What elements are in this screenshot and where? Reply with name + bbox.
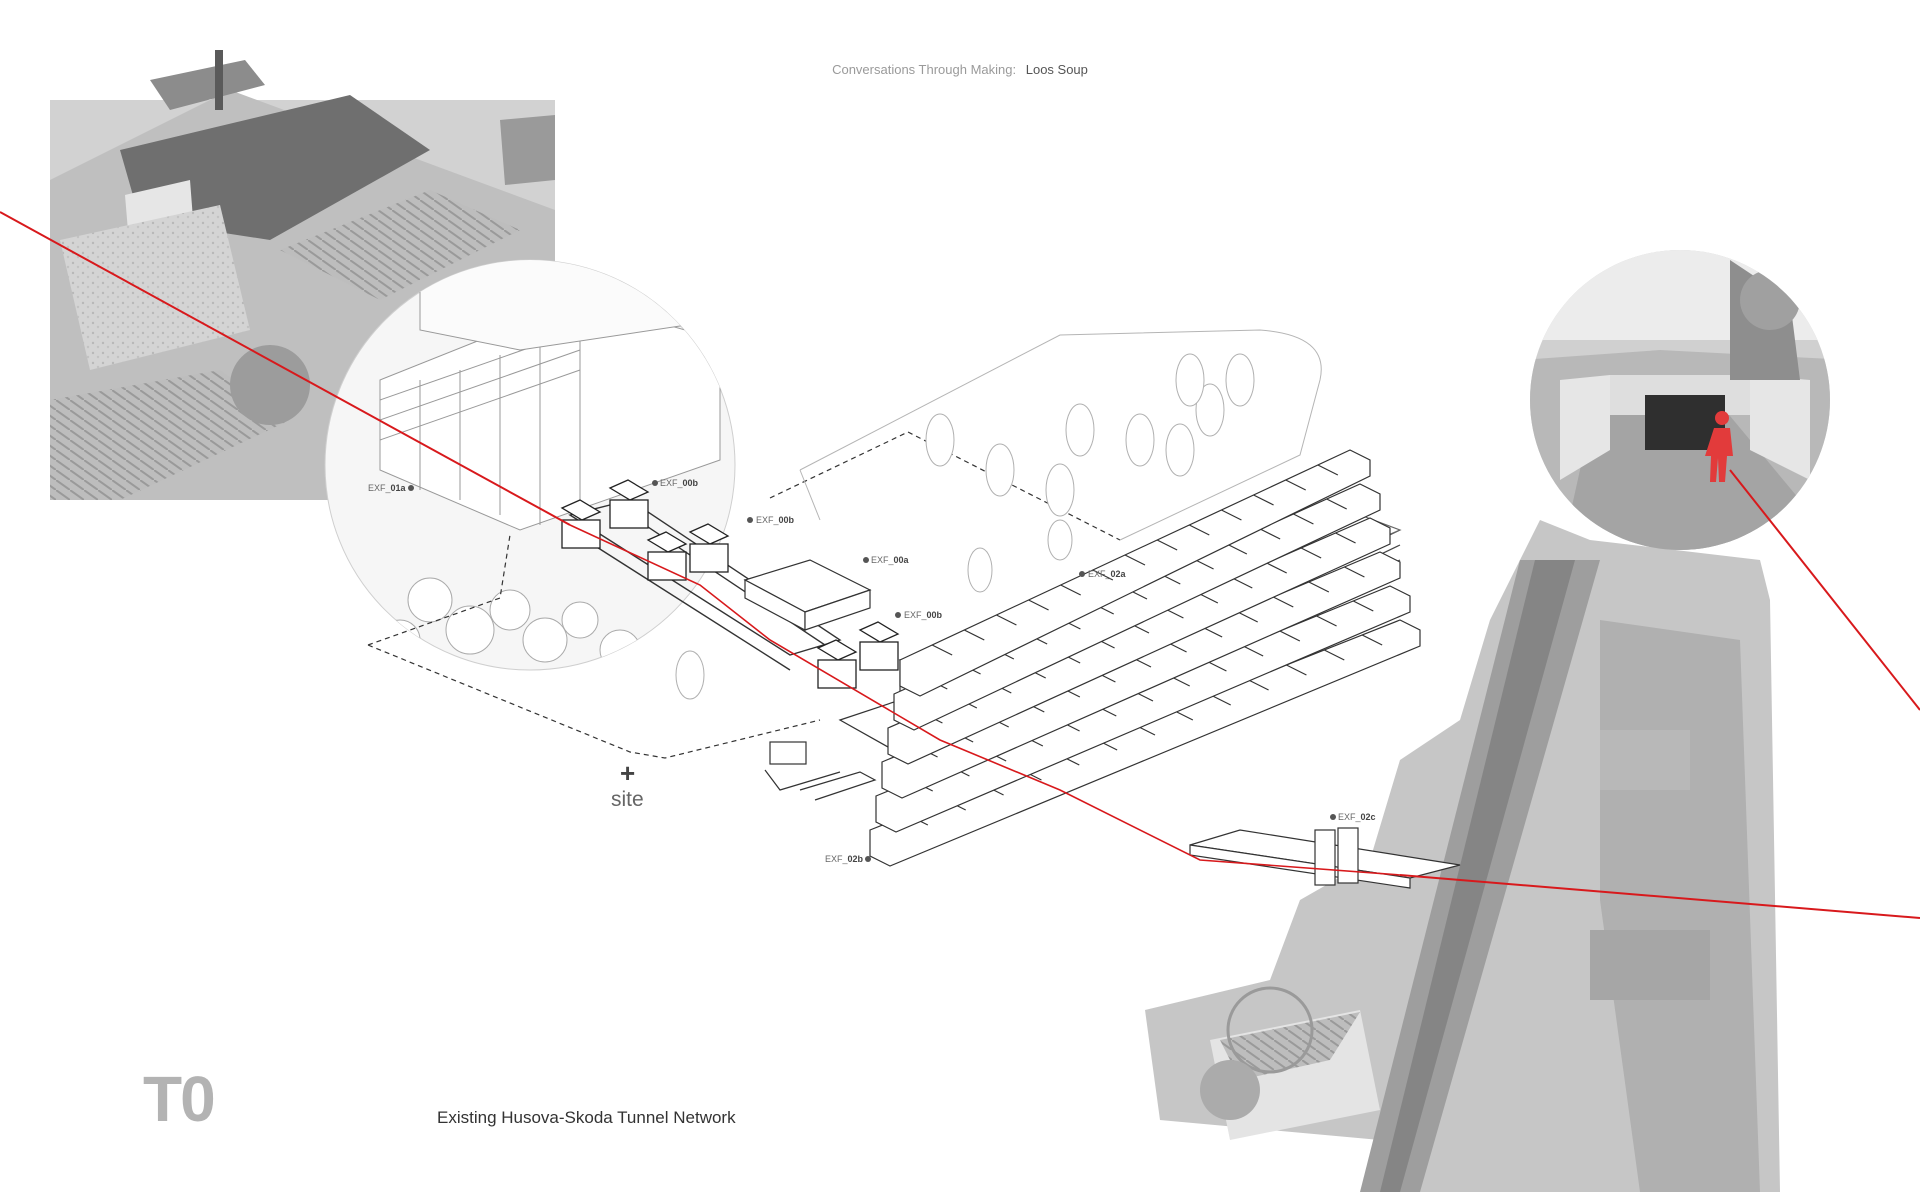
sheet-caption: Existing Husova-Skoda Tunnel Network bbox=[437, 1108, 736, 1127]
park-outline bbox=[799, 329, 1322, 541]
detail-circle-tunnel bbox=[1530, 250, 1830, 550]
terrace-row bbox=[869, 619, 1421, 867]
svg-text:EXF_00b: EXF_00b bbox=[904, 610, 943, 620]
terrace-divider bbox=[1361, 634, 1383, 646]
terrace-divider bbox=[1308, 581, 1330, 593]
person-silhouette-icon bbox=[1705, 411, 1733, 482]
exf-label-00b-3: EXF_00b bbox=[895, 610, 943, 620]
terrace-row bbox=[881, 551, 1401, 799]
sheet-code: T0 bbox=[143, 1063, 216, 1135]
park-trees bbox=[675, 353, 1255, 700]
terrace-divider bbox=[964, 629, 985, 641]
terrace-divider bbox=[1060, 584, 1081, 596]
terrace-divider bbox=[1232, 577, 1253, 589]
exf-label-00b-2: EXF_00b bbox=[747, 515, 795, 525]
terrace-divider bbox=[1316, 615, 1337, 627]
terrace-divider bbox=[1285, 479, 1306, 491]
svg-text:EXF_00b: EXF_00b bbox=[660, 478, 699, 488]
terrace-divider bbox=[1237, 611, 1258, 623]
terrace-divider bbox=[1279, 630, 1301, 642]
terrace-divider bbox=[1266, 562, 1287, 574]
kiosk-structure bbox=[764, 741, 877, 801]
site-boundary bbox=[367, 431, 1121, 759]
terrace-divider bbox=[1226, 543, 1248, 555]
terrace-row bbox=[893, 483, 1381, 731]
aerial-photo-street bbox=[1145, 520, 1780, 1192]
terrace-row bbox=[875, 585, 1411, 833]
terrace-divider bbox=[1335, 532, 1356, 544]
terrace-divider bbox=[1242, 645, 1264, 657]
terrace-row bbox=[887, 517, 1391, 765]
exf-label-00b-1: EXF_00b bbox=[652, 478, 699, 488]
stair-towers bbox=[560, 479, 900, 689]
exf-label-01a: EXF_01a bbox=[368, 483, 414, 493]
terrace-divider bbox=[1248, 679, 1269, 691]
svg-text:+: + bbox=[620, 758, 635, 788]
terrace-divider bbox=[1293, 513, 1314, 525]
header-title: Loos Soup bbox=[1025, 62, 1088, 77]
terrace-divider bbox=[1344, 566, 1365, 578]
svg-text:EXF_02a: EXF_02a bbox=[1088, 569, 1127, 579]
terrace-row bbox=[899, 449, 1371, 697]
terrace-divider bbox=[1353, 600, 1374, 612]
terrace-divider bbox=[1221, 509, 1242, 521]
terrace-divider bbox=[996, 614, 1017, 626]
svg-text:EXF_00a: EXF_00a bbox=[871, 555, 910, 565]
terrace-divider bbox=[1156, 539, 1178, 551]
pavilion-structure bbox=[743, 559, 872, 631]
svg-text:EXF_02c: EXF_02c bbox=[1338, 812, 1376, 822]
svg-text:site: site bbox=[611, 788, 644, 811]
terrace-divider bbox=[1286, 664, 1307, 676]
exf-label-00a: EXF_00a bbox=[863, 555, 910, 565]
terraced-blocks bbox=[869, 449, 1421, 867]
svg-text:EXF_00b: EXF_00b bbox=[756, 515, 795, 525]
svg-text:EXF_01a: EXF_01a bbox=[368, 483, 407, 493]
terrace-divider bbox=[1189, 524, 1210, 536]
terrace-divider bbox=[1028, 599, 1049, 611]
terrace-divider bbox=[1092, 569, 1114, 581]
terrace-divider bbox=[1253, 494, 1274, 506]
site-marker: + site bbox=[611, 758, 644, 811]
terrace-divider bbox=[1210, 694, 1231, 706]
terrace-divider bbox=[931, 644, 953, 656]
tunnel-route-line bbox=[0, 211, 1920, 919]
page-header: Conversations Through Making: Loos Soup bbox=[0, 62, 1920, 77]
terrace-divider bbox=[1324, 649, 1345, 661]
exf-label-02a: EXF_02a bbox=[1079, 569, 1127, 579]
terrace-divider bbox=[1317, 464, 1339, 476]
east-walkway bbox=[1189, 827, 1461, 889]
header-prefix: Conversations Through Making: bbox=[832, 62, 1017, 77]
exf-label-02b: EXF_02b bbox=[825, 854, 871, 864]
terrace-divider bbox=[1124, 554, 1146, 566]
svg-text:EXF_02b: EXF_02b bbox=[825, 854, 864, 864]
terrace-divider bbox=[1273, 596, 1294, 608]
terrace-divider bbox=[1326, 498, 1347, 510]
terrace-divider bbox=[1300, 547, 1322, 559]
exf-label-02c: EXF_02c bbox=[1330, 812, 1376, 822]
terrace-divider bbox=[1259, 528, 1281, 540]
